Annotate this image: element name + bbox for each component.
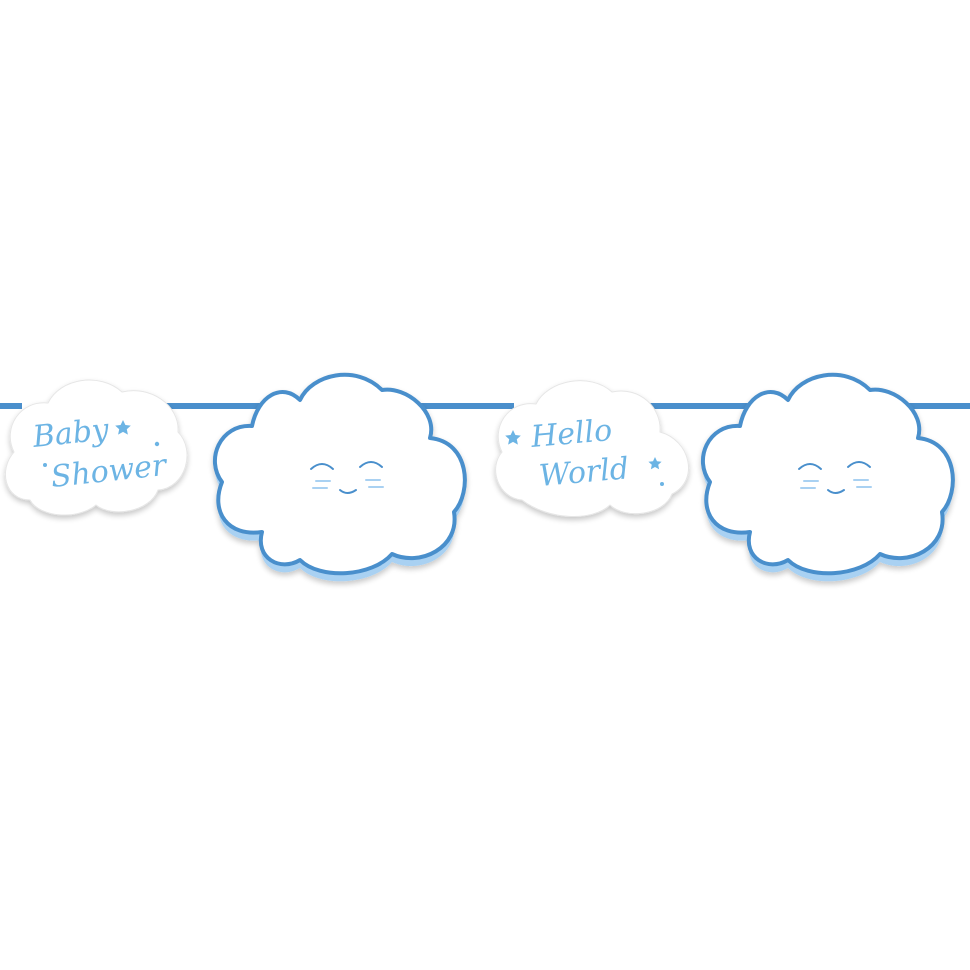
sign-text-line-1: Hello <box>529 413 614 455</box>
left-eye-icon <box>310 463 334 470</box>
sign-text-line-2: World <box>538 451 631 494</box>
dot-icon <box>154 441 160 447</box>
blush-left-icon <box>800 480 819 489</box>
string-segment <box>876 403 970 409</box>
star-icon <box>505 430 521 445</box>
blush-left-icon <box>312 480 331 489</box>
sign-cloud-shape <box>4 379 188 516</box>
pennant-smiling-cloud-2 <box>700 372 955 582</box>
cloud-body <box>700 372 955 576</box>
dot-icon <box>43 463 47 467</box>
pennant-smiling-cloud-1 <box>212 372 467 582</box>
left-eye-icon <box>798 463 822 470</box>
cloud-face <box>798 461 872 494</box>
string-segment <box>378 403 514 409</box>
blush-right-icon <box>853 479 872 488</box>
smile-icon <box>827 489 845 494</box>
sign-text-line-1: Baby <box>30 412 111 455</box>
cloud-face <box>310 461 384 494</box>
pennant-baby-shower: Baby Shower <box>4 379 188 516</box>
garland-string <box>0 403 970 409</box>
smile-icon <box>339 489 357 494</box>
right-eye-icon <box>847 461 871 468</box>
sign-cloud-shape <box>495 380 689 517</box>
string-segment <box>0 403 22 409</box>
pennant-hello-world: Hello World <box>495 380 689 517</box>
right-eye-icon <box>359 461 383 468</box>
string-segment <box>137 403 295 409</box>
star-icon <box>648 457 662 470</box>
string-segment <box>628 403 788 409</box>
star-icon <box>115 420 131 435</box>
cloud-body <box>212 372 467 576</box>
blush-right-icon <box>365 479 384 488</box>
dot-icon <box>660 482 664 486</box>
